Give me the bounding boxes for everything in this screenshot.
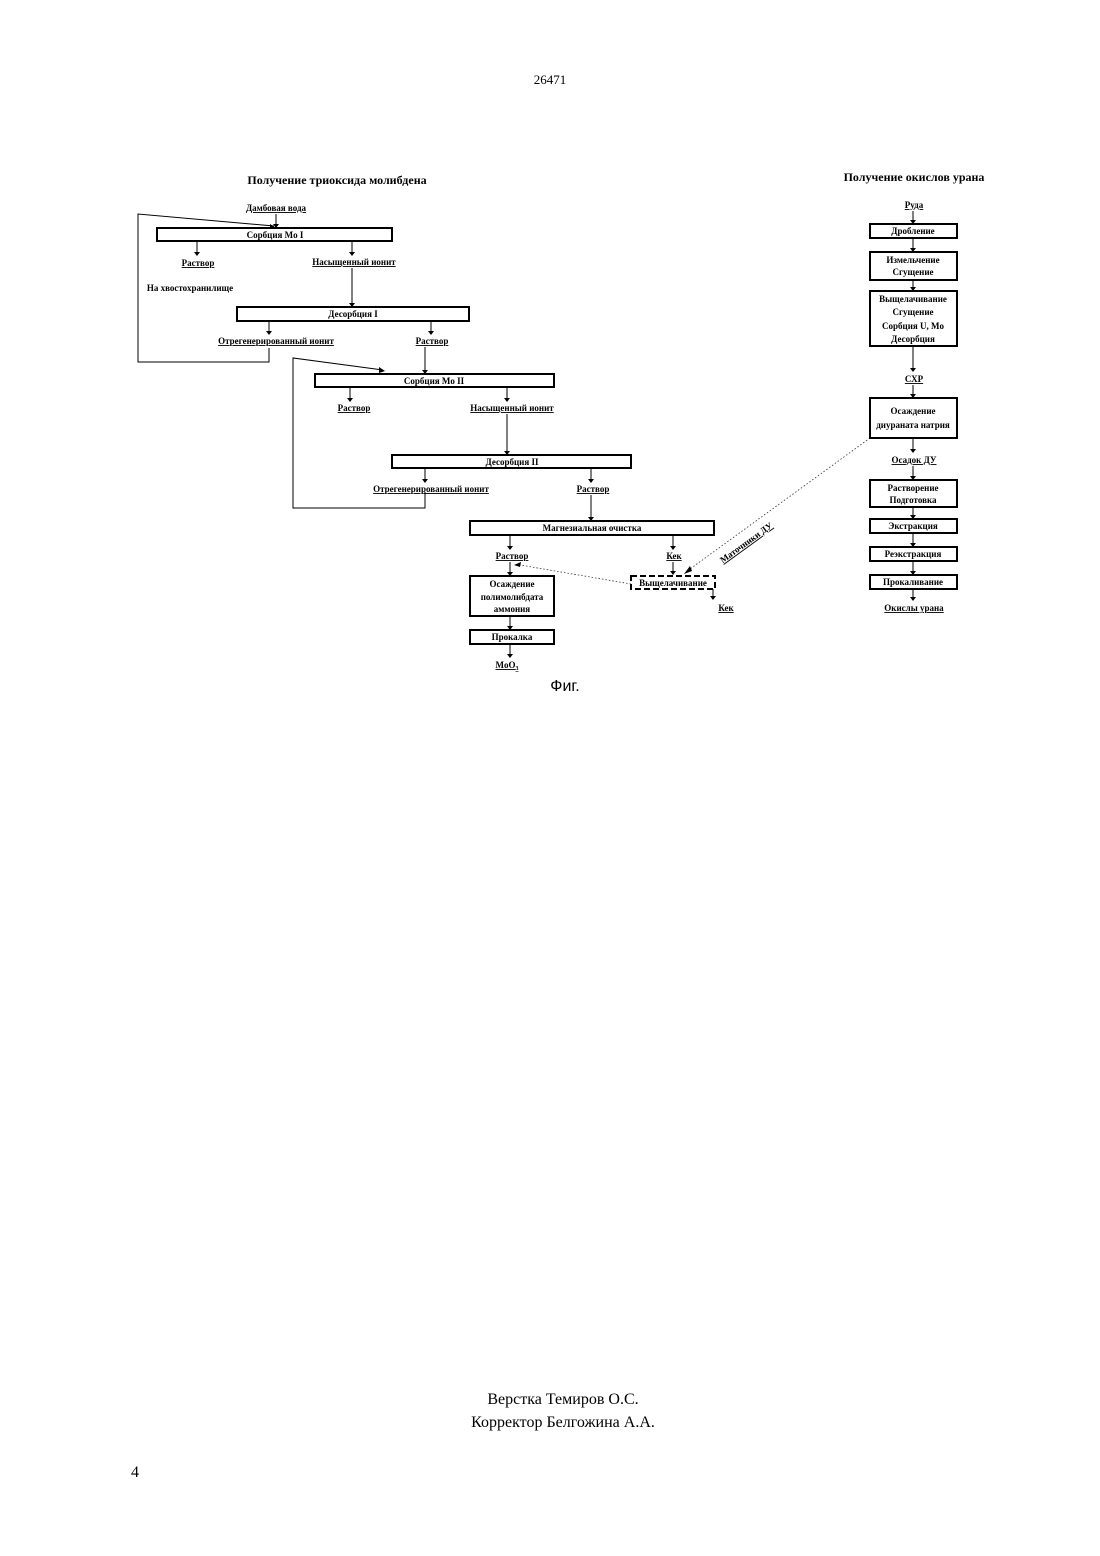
dissolution-line-1: Растворение	[887, 483, 938, 493]
arrowhead	[588, 479, 594, 483]
sorption-mo-2-label: Сорбция Mo II	[404, 376, 465, 386]
arrowhead	[347, 398, 353, 402]
leaching-sorption-line-2: Сгущение	[892, 307, 933, 317]
product-moo3-base: MoO	[496, 660, 516, 670]
mother-liquor-label: Маточники ДУ	[718, 520, 775, 565]
regenerated-ionite-2-label: Отрегенерированный ионит	[373, 484, 489, 494]
desorption-2-label: Десорбция II	[486, 457, 539, 467]
arrowhead	[910, 449, 916, 453]
arrowhead	[194, 252, 200, 256]
arrowhead	[710, 596, 716, 600]
solution-1-label: Раствор	[182, 258, 215, 268]
arrowhead	[910, 597, 916, 601]
product-moo3-label: MoO3	[496, 660, 519, 672]
sodium-diuranate-line-1: Осаждение	[890, 406, 935, 416]
molybdenum-title: Получение триоксида молибдена	[247, 173, 426, 187]
arrowhead	[670, 546, 676, 550]
arrowhead	[422, 479, 428, 483]
regenerated-ionite-1-label: Отрегенерированный ионит	[218, 336, 334, 346]
sodium-diuranate-line-2: диураната натрия	[876, 420, 950, 430]
arrowhead	[507, 654, 513, 658]
arrowhead	[507, 546, 513, 550]
desorption-1-label: Десорбция I	[328, 309, 378, 319]
calcination-label: Прокалка	[492, 632, 533, 642]
uranium-title: Получение окислов урана	[844, 170, 985, 184]
precipitation-line-3: аммония	[494, 604, 531, 614]
leaching-sorption-line-1: Выщелачивание	[879, 294, 947, 304]
tailings-label: На хвостохранилище	[147, 283, 233, 293]
precipitation-line-2: полимолибдата	[481, 592, 544, 602]
precipitation-line-1: Осаждение	[489, 579, 534, 589]
leaching-sorption-line-4: Десорбция	[891, 334, 935, 344]
solution-5-label: Раствор	[496, 551, 529, 561]
saturated-ionite-2-label: Насыщенный ионит	[470, 403, 554, 413]
dissolution-line-2: Подготовка	[889, 495, 937, 505]
page-number: 4	[131, 1464, 139, 1482]
saturated-ionite-1-label: Насыщенный ионит	[312, 257, 396, 267]
mother-liquor-dotted-line	[690, 438, 870, 569]
arrowhead	[514, 562, 521, 567]
solution-3-label: Раствор	[338, 403, 371, 413]
dam-water-label: Дамбовая вода	[246, 203, 307, 213]
du-sediment-label: Осадок ДУ	[892, 455, 937, 465]
chr-label: СХР	[905, 374, 924, 384]
arrowhead	[910, 368, 916, 372]
arrowhead	[266, 331, 272, 335]
arrowhead	[670, 571, 676, 575]
cake-1-label: Кек	[666, 551, 682, 561]
figure-caption: Фиг.	[0, 678, 1100, 696]
grinding-line-1: Измельчение	[886, 255, 939, 265]
cake-2-label: Кек	[718, 603, 734, 613]
layout-credit: Верстка Темиров О.С.	[0, 1388, 1100, 1411]
arrowhead	[684, 566, 692, 574]
sodium-diuranate-box	[870, 398, 957, 438]
solution-2-label: Раствор	[416, 336, 449, 346]
uranium-oxides-label: Окислы урана	[884, 603, 944, 613]
magnesia-purification-label: Магнезиальная очистка	[543, 523, 642, 533]
sorption-mo-1-label: Сорбция Mo I	[247, 230, 304, 240]
arrowhead	[504, 398, 510, 402]
crushing-label: Дробление	[891, 226, 934, 236]
arrowhead	[428, 331, 434, 335]
extraction-label: Экстракция	[888, 521, 938, 531]
corrector-credit: Корректор Белгожина А.А.	[0, 1411, 1100, 1434]
leaching-label: Выщелачивание	[639, 578, 707, 588]
grinding-line-2: Сгущение	[892, 267, 933, 277]
arrowhead	[349, 252, 355, 256]
process-flow-diagram: Получение триоксида молибдена Дамбовая в…	[0, 0, 1100, 720]
ore-label: Руда	[905, 200, 924, 210]
leaching-sorption-line-3: Сорбция U, Mo	[882, 321, 944, 331]
calcining-label: Прокаливание	[883, 577, 943, 587]
credits-block: Верстка Темиров О.С. Корректор Белгожина…	[0, 1388, 1100, 1434]
product-moo3-subscript: 3	[516, 666, 519, 672]
solution-4-label: Раствор	[577, 484, 610, 494]
reextraction-label: Реэкстракция	[885, 549, 942, 559]
arrowhead	[379, 367, 385, 373]
